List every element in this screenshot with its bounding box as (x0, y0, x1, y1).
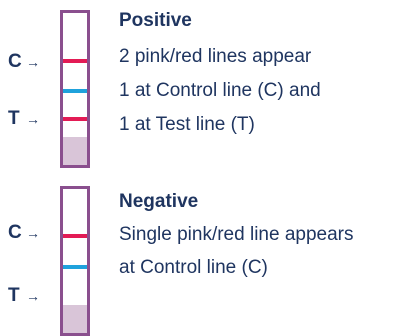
positive-result-panel: C → T → Positive 2 pink/red lines appear… (8, 10, 321, 168)
test-arrow-icon: → (26, 288, 40, 304)
blue-indicator-band (63, 89, 87, 93)
positive-desc-line-3: 1 at Test line (T) (119, 114, 255, 135)
control-line-band (63, 59, 87, 63)
control-arrow-icon: → (26, 225, 40, 241)
negative-test-strip (60, 186, 90, 336)
negative-title: Negative (119, 191, 199, 212)
test-arrow-icon: → (26, 111, 40, 127)
negative-desc-line-1: Single pink/red line appears (119, 224, 354, 245)
control-marker-label: C (8, 222, 22, 243)
control-line-band (63, 234, 87, 238)
negative-desc-line-2: at Control line (C) (119, 257, 268, 278)
test-marker-label: T (8, 285, 20, 306)
negative-result-panel: C → T → Negative Single pink/red line ap… (0, 168, 404, 336)
positive-test-strip (60, 10, 90, 168)
positive-desc-line-2: 1 at Control line (C) and (119, 80, 321, 101)
positive-desc-line-1: 2 pink/red lines appear (119, 46, 312, 67)
positive-title: Positive (119, 10, 192, 31)
control-arrow-icon: → (26, 54, 40, 70)
sample-window (63, 305, 87, 333)
blue-indicator-band (63, 265, 87, 269)
sample-window (63, 137, 87, 165)
control-marker-label: C (8, 51, 22, 72)
test-line-band (63, 117, 87, 121)
test-marker-label: T (8, 108, 20, 129)
